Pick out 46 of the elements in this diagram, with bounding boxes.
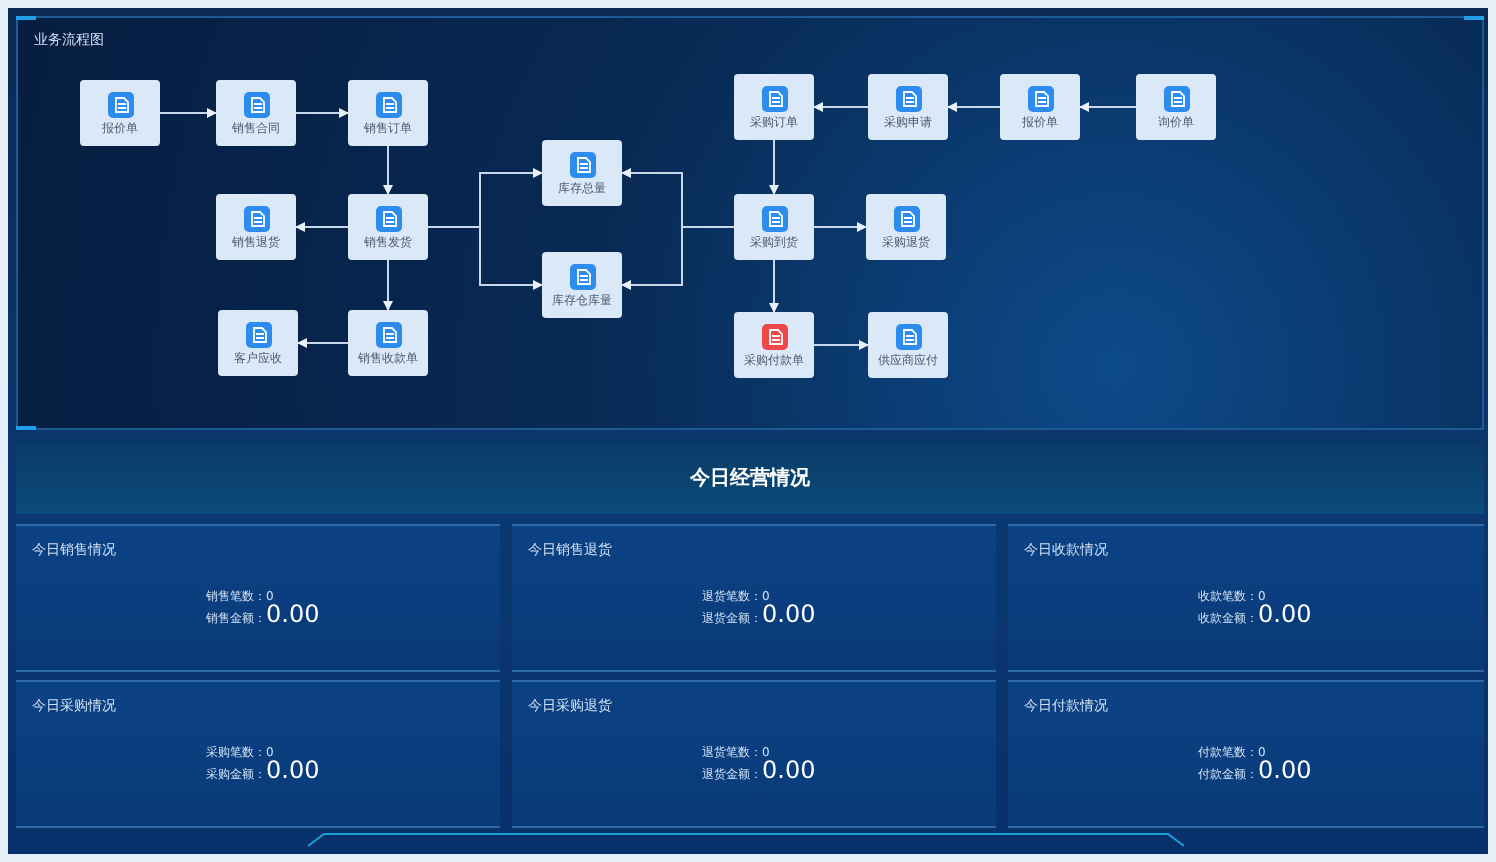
arrow	[947, 102, 1001, 112]
stat-card	[512, 524, 996, 672]
stat-card	[16, 524, 500, 672]
arrow	[769, 139, 779, 195]
arrow	[769, 259, 779, 313]
process-box	[734, 74, 814, 140]
process-box	[1136, 74, 1216, 140]
process-box	[80, 80, 160, 146]
arrow	[297, 338, 349, 348]
process-box	[734, 194, 814, 260]
arrow	[813, 222, 867, 232]
process-box	[734, 312, 814, 378]
process-box	[542, 140, 622, 206]
process-box	[1000, 74, 1080, 140]
process-box	[866, 194, 946, 260]
stat-value: 0.00	[1258, 600, 1312, 628]
stat-value: 0.00	[1258, 756, 1312, 784]
process-box	[868, 312, 948, 378]
process-box	[348, 310, 428, 376]
process-box	[216, 194, 296, 260]
stat-card	[512, 680, 996, 828]
arrow	[621, 226, 735, 290]
arrow	[159, 108, 217, 118]
arrow	[1079, 102, 1137, 112]
stat-value: 0.00	[266, 756, 320, 784]
process-box	[348, 80, 428, 146]
flow-panel	[16, 16, 1484, 430]
stat-value: 0.00	[266, 600, 320, 628]
process-box	[868, 74, 948, 140]
process-box	[348, 194, 428, 260]
process-box	[542, 252, 622, 318]
arrow	[813, 340, 869, 350]
stat-value: 0.00	[762, 600, 816, 628]
stat-card	[1008, 524, 1484, 672]
arrow	[295, 222, 349, 232]
arrow	[813, 102, 869, 112]
arrow	[383, 145, 393, 195]
arrow	[383, 259, 393, 311]
stat-value: 0.00	[762, 756, 816, 784]
stat-card	[16, 680, 500, 828]
stat-card	[1008, 680, 1484, 828]
arrow	[295, 108, 349, 118]
section-title: 今日经营情况	[690, 465, 810, 492]
process-box	[216, 80, 296, 146]
arrow	[427, 226, 543, 290]
process-box	[218, 310, 298, 376]
